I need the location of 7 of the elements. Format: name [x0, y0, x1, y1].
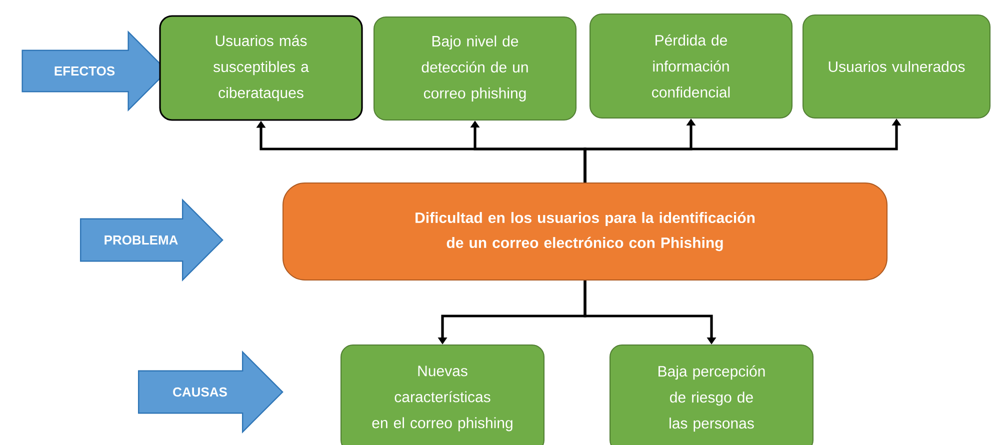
effect-box: Bajo nivel de detección de un correo phishing [374, 16, 576, 120]
effect-box: Usuarios más susceptibles a ciberataques [159, 15, 363, 121]
cause-box: Baja percepción de riesgo de las personas [610, 344, 814, 445]
effect-box: Pérdida de información confidencial [590, 14, 792, 118]
problem-box: Dificultad en los usuarios para la identificación de un correo electrónico con Phishing [282, 182, 888, 280]
effect-box: Usuarios vulnerados [802, 14, 990, 118]
cause-box: Nuevas características en el correo phishing [340, 344, 544, 445]
